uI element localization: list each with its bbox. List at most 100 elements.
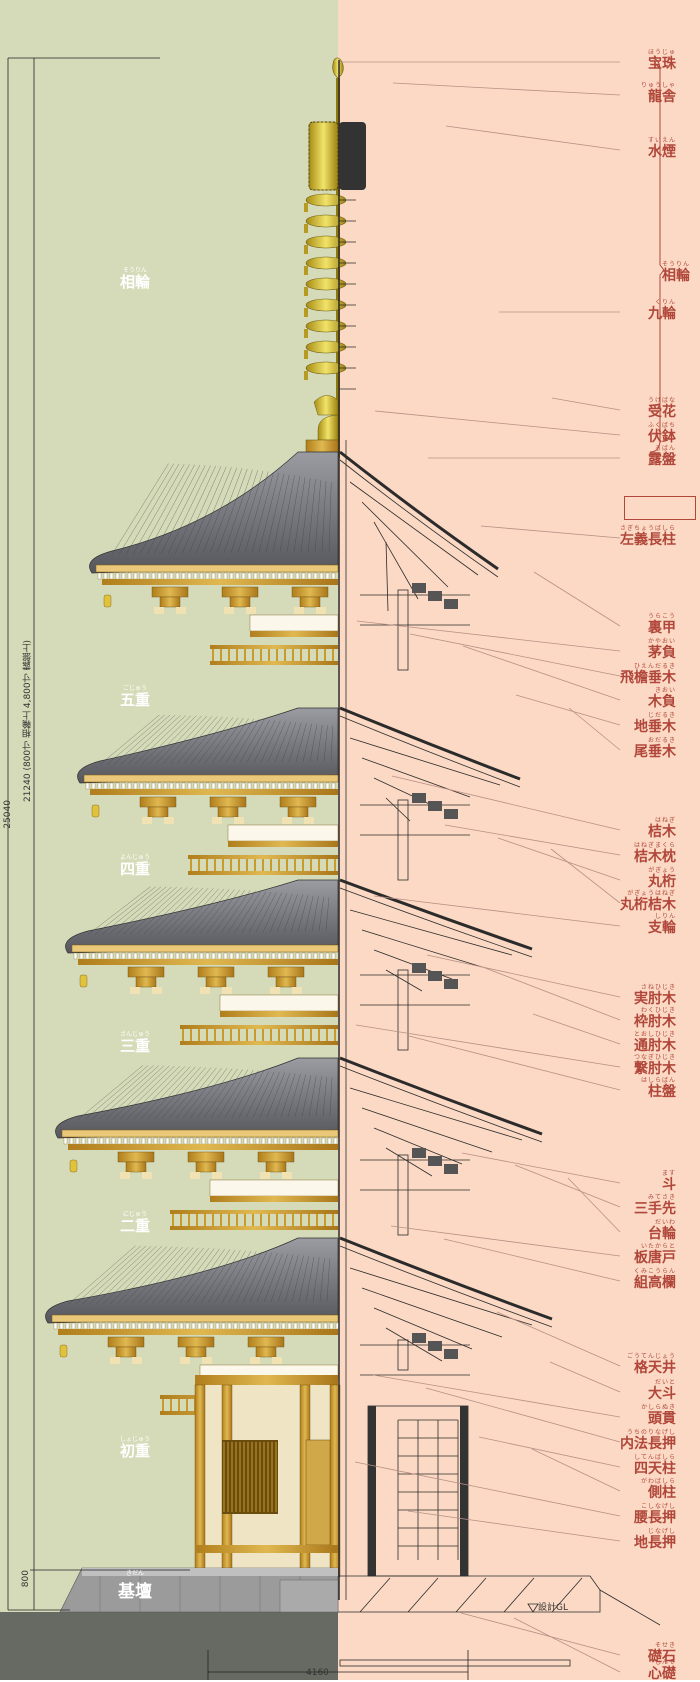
roof-section [339,1056,543,1136]
roof-tile-line [112,1065,170,1120]
part-label: りゅうしゃ龍舎 [640,82,676,105]
rafter-end [325,572,330,580]
bracket-block [282,817,292,824]
rafter-end [199,952,204,960]
rafter-end [121,782,126,790]
rafter-end [279,1137,284,1145]
leader-line [461,1152,621,1184]
suien [308,121,339,191]
roof-tile-line [276,893,293,932]
roof-tile-line [153,464,201,554]
bracket-block [292,987,302,994]
rafter-end [253,952,258,960]
bell [304,371,308,380]
roof-tile-line [84,1065,149,1120]
baluster [230,1029,232,1041]
rafter-end [253,782,258,790]
eave-band [71,944,339,953]
bracket [221,586,259,598]
rafter-end [103,952,108,960]
rafter-end [157,782,162,790]
fukubachi [317,414,339,441]
roof-underline [339,887,533,958]
rafter-end [181,782,186,790]
baluster [220,649,222,661]
roof-tile-line [321,481,327,552]
roof-underline [339,459,499,578]
rafter-end [157,572,162,580]
wall [209,1179,339,1197]
rafter-end [211,572,216,580]
roof-tile-line [157,887,204,934]
roof-tile-line [277,1254,294,1302]
roof-tile-line [235,1251,262,1303]
hatch [455,1577,487,1613]
roof-tile-line [266,1072,285,1118]
roof-tile-line [109,1246,168,1305]
floor-label: にじゅう二重 [119,1211,150,1235]
baluster [236,1214,238,1226]
bracket-block [282,1172,292,1179]
baluster [228,1214,230,1226]
rafter-end [277,572,282,580]
roof-tile-line [204,717,239,764]
baluster [308,1214,310,1226]
rafter-end [269,1322,274,1330]
roof-tile-line [203,1068,238,1118]
roof-tile-line [199,889,235,934]
roof-tile-line [283,894,298,932]
roof-tile-line [293,477,306,552]
rafter-end [251,1322,256,1330]
leader-line [373,895,621,927]
baluster [302,859,304,871]
rafter-end [229,782,234,790]
bracket [265,1161,287,1173]
roof-tile-line [315,1076,322,1117]
kosi-nageshi [195,1545,338,1553]
roof-tile-line [307,479,316,552]
roof-tile-line [127,715,181,765]
roof-underline [339,1245,553,1328]
rafter-end [217,952,222,960]
roof-tile-line [280,1073,296,1117]
part-label: くりん九輪 [648,299,676,322]
roof-tile-line [95,1246,157,1305]
leader-line [496,1311,621,1367]
rafter-end [237,1137,242,1145]
bracket-block [200,987,210,994]
roof [55,1057,339,1139]
roof-tile-line [144,1247,194,1304]
hatch [503,1577,535,1613]
bracket [217,806,239,818]
bracket-block [304,817,314,824]
bell [304,287,308,296]
door [305,1439,331,1546]
bracket [247,1336,285,1348]
bracket-section [444,979,458,989]
gl-mark [527,1603,539,1613]
part-label: すいえん水煙 [647,137,676,160]
rafter-end [109,782,114,790]
roof-tile-line [143,887,193,934]
rafter-end [133,952,138,960]
bracket [197,966,235,978]
rafter-end [257,1322,262,1330]
roof-tile-line [171,888,214,934]
roof-tile-line [168,1067,212,1119]
rafter-end [93,1137,98,1145]
rafter-end [205,572,210,580]
roof-tile-line [195,467,232,554]
leader-line [497,837,621,881]
rafter-end [329,1322,334,1330]
part-label: ひえんだるき飛檐垂木 [620,663,676,686]
rafter-end [207,1137,212,1145]
bracket-block [270,987,280,994]
rafter [385,1327,443,1362]
roof-tile-line [141,715,192,765]
roof-tile-line [77,1065,144,1120]
rafter-end [313,572,318,580]
rafter-end [225,1137,230,1145]
part-label: ふくばち伏鉢 [647,422,676,445]
roof-tile-line [232,719,260,763]
roof-tile-line [309,724,318,762]
